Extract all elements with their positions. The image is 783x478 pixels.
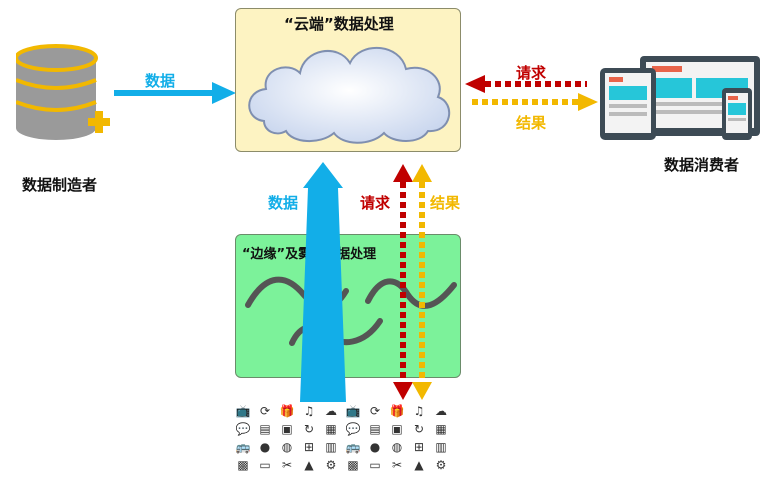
robot-icon: ⊞	[413, 440, 425, 454]
vertical-result-arrow	[412, 164, 432, 400]
sync-icon: ↻	[303, 422, 315, 436]
briefcase-icon: ▭	[259, 458, 271, 472]
briefcase-icon: ▭	[369, 458, 381, 472]
gift-icon: 🎁	[279, 404, 295, 418]
tools-icon: ✂	[391, 458, 403, 472]
calculator-icon: ▩	[347, 458, 359, 472]
consumer-request-label: 请求	[516, 64, 547, 82]
refresh-icon: ⟳	[259, 404, 271, 418]
globe-icon: ◍	[281, 440, 293, 454]
device-icon-grid: 📺 ⟳ 🎁 ♫ ☁ 📺 ⟳ 🎁 ♫ ☁ 💬 ▤ ▣ ↻ ▦ 💬 ▤ ▣ ↻ ▦ 🚌 ● ◍ ⊞ ▥ 🚌 ● ◍ ⊞ ▥ ▩ ▭ ✂ ▲ ⚙ ▩ ▭ ✂ ▲ ⚙	[232, 402, 452, 474]
gears-icon: ⚙	[435, 458, 447, 472]
chat-icon: 💬	[235, 422, 251, 436]
chart-icon: ▥	[325, 440, 337, 454]
contact-icon: ▣	[391, 422, 403, 436]
tv-icon: 📺	[235, 404, 251, 418]
robot-icon: ⊞	[303, 440, 315, 454]
vertical-data-label: 数据	[268, 194, 299, 212]
producer-data-label: 数据	[145, 72, 176, 90]
consumer-result-label: 结果	[516, 114, 547, 132]
apple-icon: ●	[259, 440, 271, 454]
vertical-result-label: 结果	[430, 194, 461, 212]
document-icon: ▤	[369, 422, 381, 436]
chat-icon: 💬	[345, 422, 361, 436]
producer-label: 数据制造者	[22, 176, 98, 194]
cloud-title: “云端”数据处理	[284, 15, 394, 33]
chart-icon: ▥	[435, 440, 447, 454]
producer-data-arrow	[114, 82, 236, 104]
refresh-icon: ⟳	[369, 404, 381, 418]
consumer-request-arrow	[465, 75, 587, 93]
music-icon: ♫	[303, 404, 315, 418]
consumer-label: 数据消费者	[664, 156, 740, 174]
apple-icon: ●	[369, 440, 381, 454]
globe-icon: ◍	[391, 440, 403, 454]
gears-icon: ⚙	[325, 458, 337, 472]
sync-icon: ↻	[413, 422, 425, 436]
contact-icon: ▣	[281, 422, 293, 436]
consumer-result-arrow	[472, 93, 598, 111]
lock-icon: ▲	[414, 458, 424, 472]
cloud-processing-box: “云端”数据处理	[235, 8, 461, 152]
save-icon: ▦	[435, 422, 447, 436]
gift-icon: 🎁	[389, 404, 405, 418]
calculator-icon: ▩	[237, 458, 249, 472]
devices-icon	[600, 56, 760, 140]
vertical-request-label: 请求	[360, 194, 391, 212]
cloud-icon	[248, 47, 451, 144]
lock-icon: ▲	[304, 458, 314, 472]
database-icon	[16, 44, 112, 140]
tools-icon: ✂	[281, 458, 293, 472]
music-icon: ♫	[413, 404, 425, 418]
tv-icon: 📺	[345, 404, 361, 418]
cloud-icon: ☁	[435, 404, 447, 418]
cloud-icon: ☁	[325, 404, 337, 418]
document-icon: ▤	[259, 422, 271, 436]
vertical-request-arrow	[393, 164, 413, 400]
vertical-data-arrow	[300, 162, 346, 402]
save-icon: ▦	[325, 422, 337, 436]
bus-icon: 🚌	[235, 440, 251, 454]
bus-icon: 🚌	[345, 440, 361, 454]
